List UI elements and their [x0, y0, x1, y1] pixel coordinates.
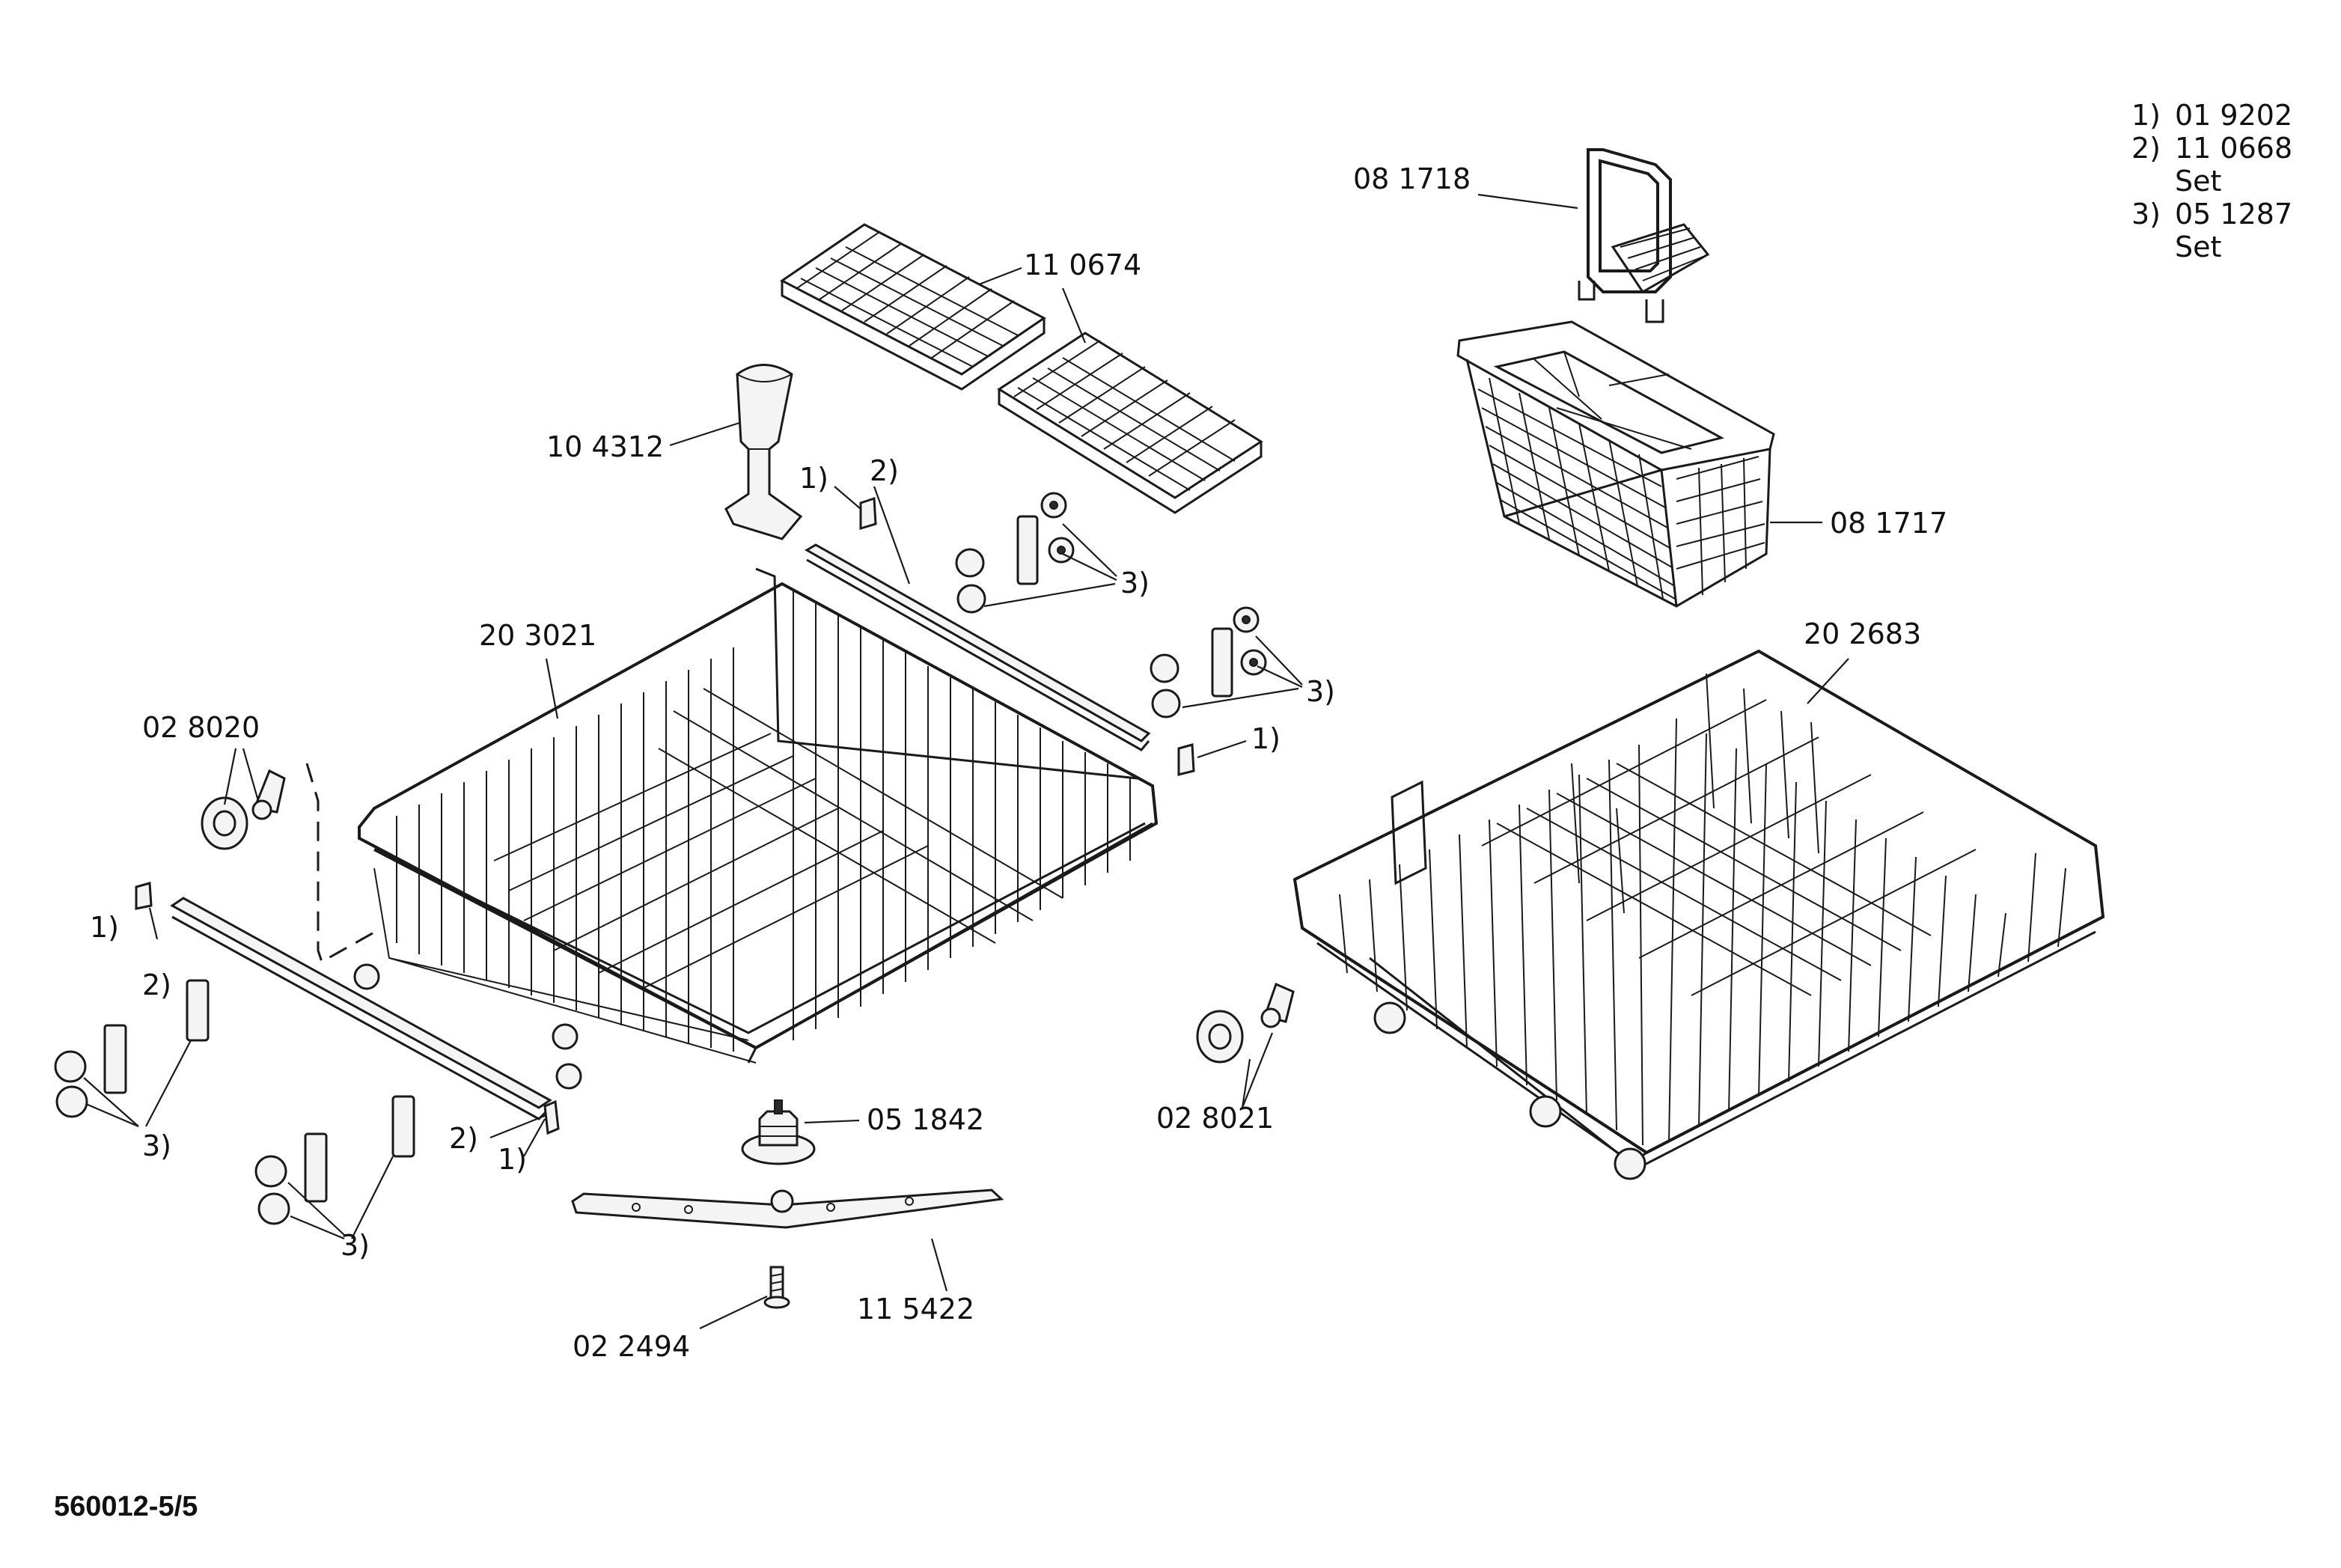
callout-3-bottom: 3): [341, 1229, 370, 1262]
document-number: 560012-5/5: [54, 1491, 198, 1522]
part-label-203021: 20 3021: [479, 619, 597, 652]
clip-small-parts-drawing: [135, 496, 1195, 1135]
part-label-028021: 02 8021: [1156, 1102, 1275, 1135]
part-label-081717: 08 1717: [1830, 507, 1948, 540]
part-label-110674: 11 0674: [1024, 248, 1142, 281]
funnel-part-drawing: [724, 364, 803, 540]
part-label-104312: 10 4312: [546, 430, 665, 463]
callout-2-left: 2): [142, 968, 172, 1001]
callout-1-left: 1): [90, 911, 120, 944]
legend-sub-3: Set: [2175, 231, 2222, 263]
legend-sub-2: Set: [2175, 165, 2222, 198]
legend-row-2: 2) 11 0668: [2131, 132, 2292, 165]
roller-set-3-bottom-drawing: [254, 1095, 415, 1225]
callout-2-top: 2): [870, 454, 900, 487]
legend-value-1: 01 9202: [2175, 99, 2293, 132]
legend-key-2: 2): [2131, 132, 2161, 165]
lower-rack-drawing: [1292, 649, 2105, 1180]
callout-1-top: 1): [799, 462, 829, 495]
spray-arm-drawing: [571, 1189, 1004, 1229]
screw-drawing: [763, 1266, 790, 1309]
callout-3-right: 3): [1306, 675, 1336, 708]
leader-lines: [83, 193, 1849, 1329]
spray-hub-drawing: [741, 1099, 816, 1165]
upper-rail-strip-drawing: [804, 543, 1151, 751]
part-label-028020: 02 8020: [142, 711, 260, 744]
callout-3-left: 3): [142, 1129, 172, 1162]
legend-value-2: 11 0668: [2175, 132, 2293, 165]
callout-3-top: 3): [1120, 567, 1150, 600]
callout-1-right: 1): [1251, 722, 1281, 755]
cutlery-basket-drawing: [1456, 320, 1775, 608]
part-label-051842: 05 1842: [867, 1103, 985, 1136]
wheel-028020-drawing: [201, 763, 382, 964]
wheel-028021-drawing: [1196, 982, 1295, 1064]
legend-row-3: 3) 05 1287: [2131, 198, 2292, 231]
callout-1-bottom: 1): [498, 1143, 528, 1176]
legend: 1) 01 9202 2) 11 0668 Set 3) 05 1287 Set: [2131, 99, 2292, 263]
upper-rack-drawing: [353, 567, 1159, 1090]
legend-row-1: 1) 01 9202: [2131, 99, 2292, 132]
basket-handle-drawing: [1578, 148, 1710, 323]
lower-rail-strip-drawing: [170, 897, 552, 1120]
tine-insert-lower-drawing: [997, 332, 1263, 514]
callout-2-bottom: 2): [449, 1122, 479, 1155]
part-label-202683: 20 2683: [1804, 617, 1922, 650]
part-label-081718: 08 1718: [1353, 162, 1471, 195]
part-label-022494: 02 2494: [573, 1330, 691, 1363]
roller-set-3-right-drawing: [1150, 606, 1267, 719]
legend-key-1: 1): [2131, 99, 2161, 132]
roller-set-3-left-drawing: [54, 979, 210, 1118]
tine-insert-upper-drawing: [780, 223, 1046, 391]
legend-row-2-sub: Set: [2131, 165, 2292, 198]
part-label-115422: 11 5422: [857, 1293, 975, 1326]
legend-value-3: 05 1287: [2175, 198, 2293, 231]
legend-row-3-sub: Set: [2131, 231, 2292, 263]
legend-key-3: 3): [2131, 198, 2161, 231]
